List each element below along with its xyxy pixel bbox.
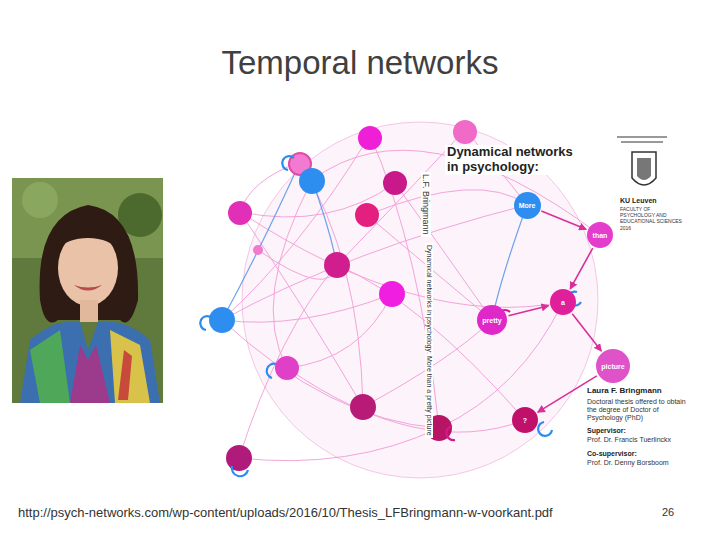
author-name: Laura F. Bringmann (585, 386, 689, 395)
node-label: More (519, 202, 536, 209)
node-label: than (593, 232, 608, 239)
network-node: picture (596, 349, 630, 383)
university-logo (617, 136, 667, 185)
person-name: Prof. Dr. Francis Tuerlinckx (585, 436, 689, 444)
university-name: KU Leuven (618, 197, 659, 205)
network-node: pretty (477, 305, 507, 335)
network-node: a (550, 289, 576, 315)
network-arrow (570, 248, 592, 289)
network-arrow (572, 314, 601, 351)
network-cover (200, 120, 600, 478)
thesis-note: Doctoral thesis offered to obtain the de… (585, 398, 689, 422)
spine-title: Dynamical networks in psychology: More t… (425, 243, 433, 438)
person-name: Prof. Dr. Denny Borsboom (585, 459, 689, 467)
node-label: pretty (482, 317, 501, 324)
node-label: a (561, 299, 565, 306)
network-arrow (541, 211, 586, 229)
network-node: ? (512, 407, 538, 433)
network-node: More (514, 192, 541, 219)
source-url: http://psych-networks.com/wp-content/upl… (18, 506, 553, 521)
spine-author: L.F. Bringmann (421, 172, 431, 237)
cover-title: Dynamical networks in psychology: (445, 145, 587, 175)
role-label: Supervisor: (585, 427, 628, 435)
role-label: Co-supervisor: (585, 450, 639, 458)
node-label: picture (601, 363, 624, 370)
slide-title: Temporal networks (0, 44, 720, 82)
network-node: than (587, 222, 613, 248)
page-number: 26 (662, 506, 674, 519)
portrait-photo (12, 178, 163, 403)
faculty-name: FACULTY OF PSYCHOLOGY AND EDUCATIONAL SC… (618, 207, 686, 224)
year: 2016 (618, 226, 633, 232)
network-arrow (508, 306, 548, 316)
node-label: ? (523, 417, 527, 424)
